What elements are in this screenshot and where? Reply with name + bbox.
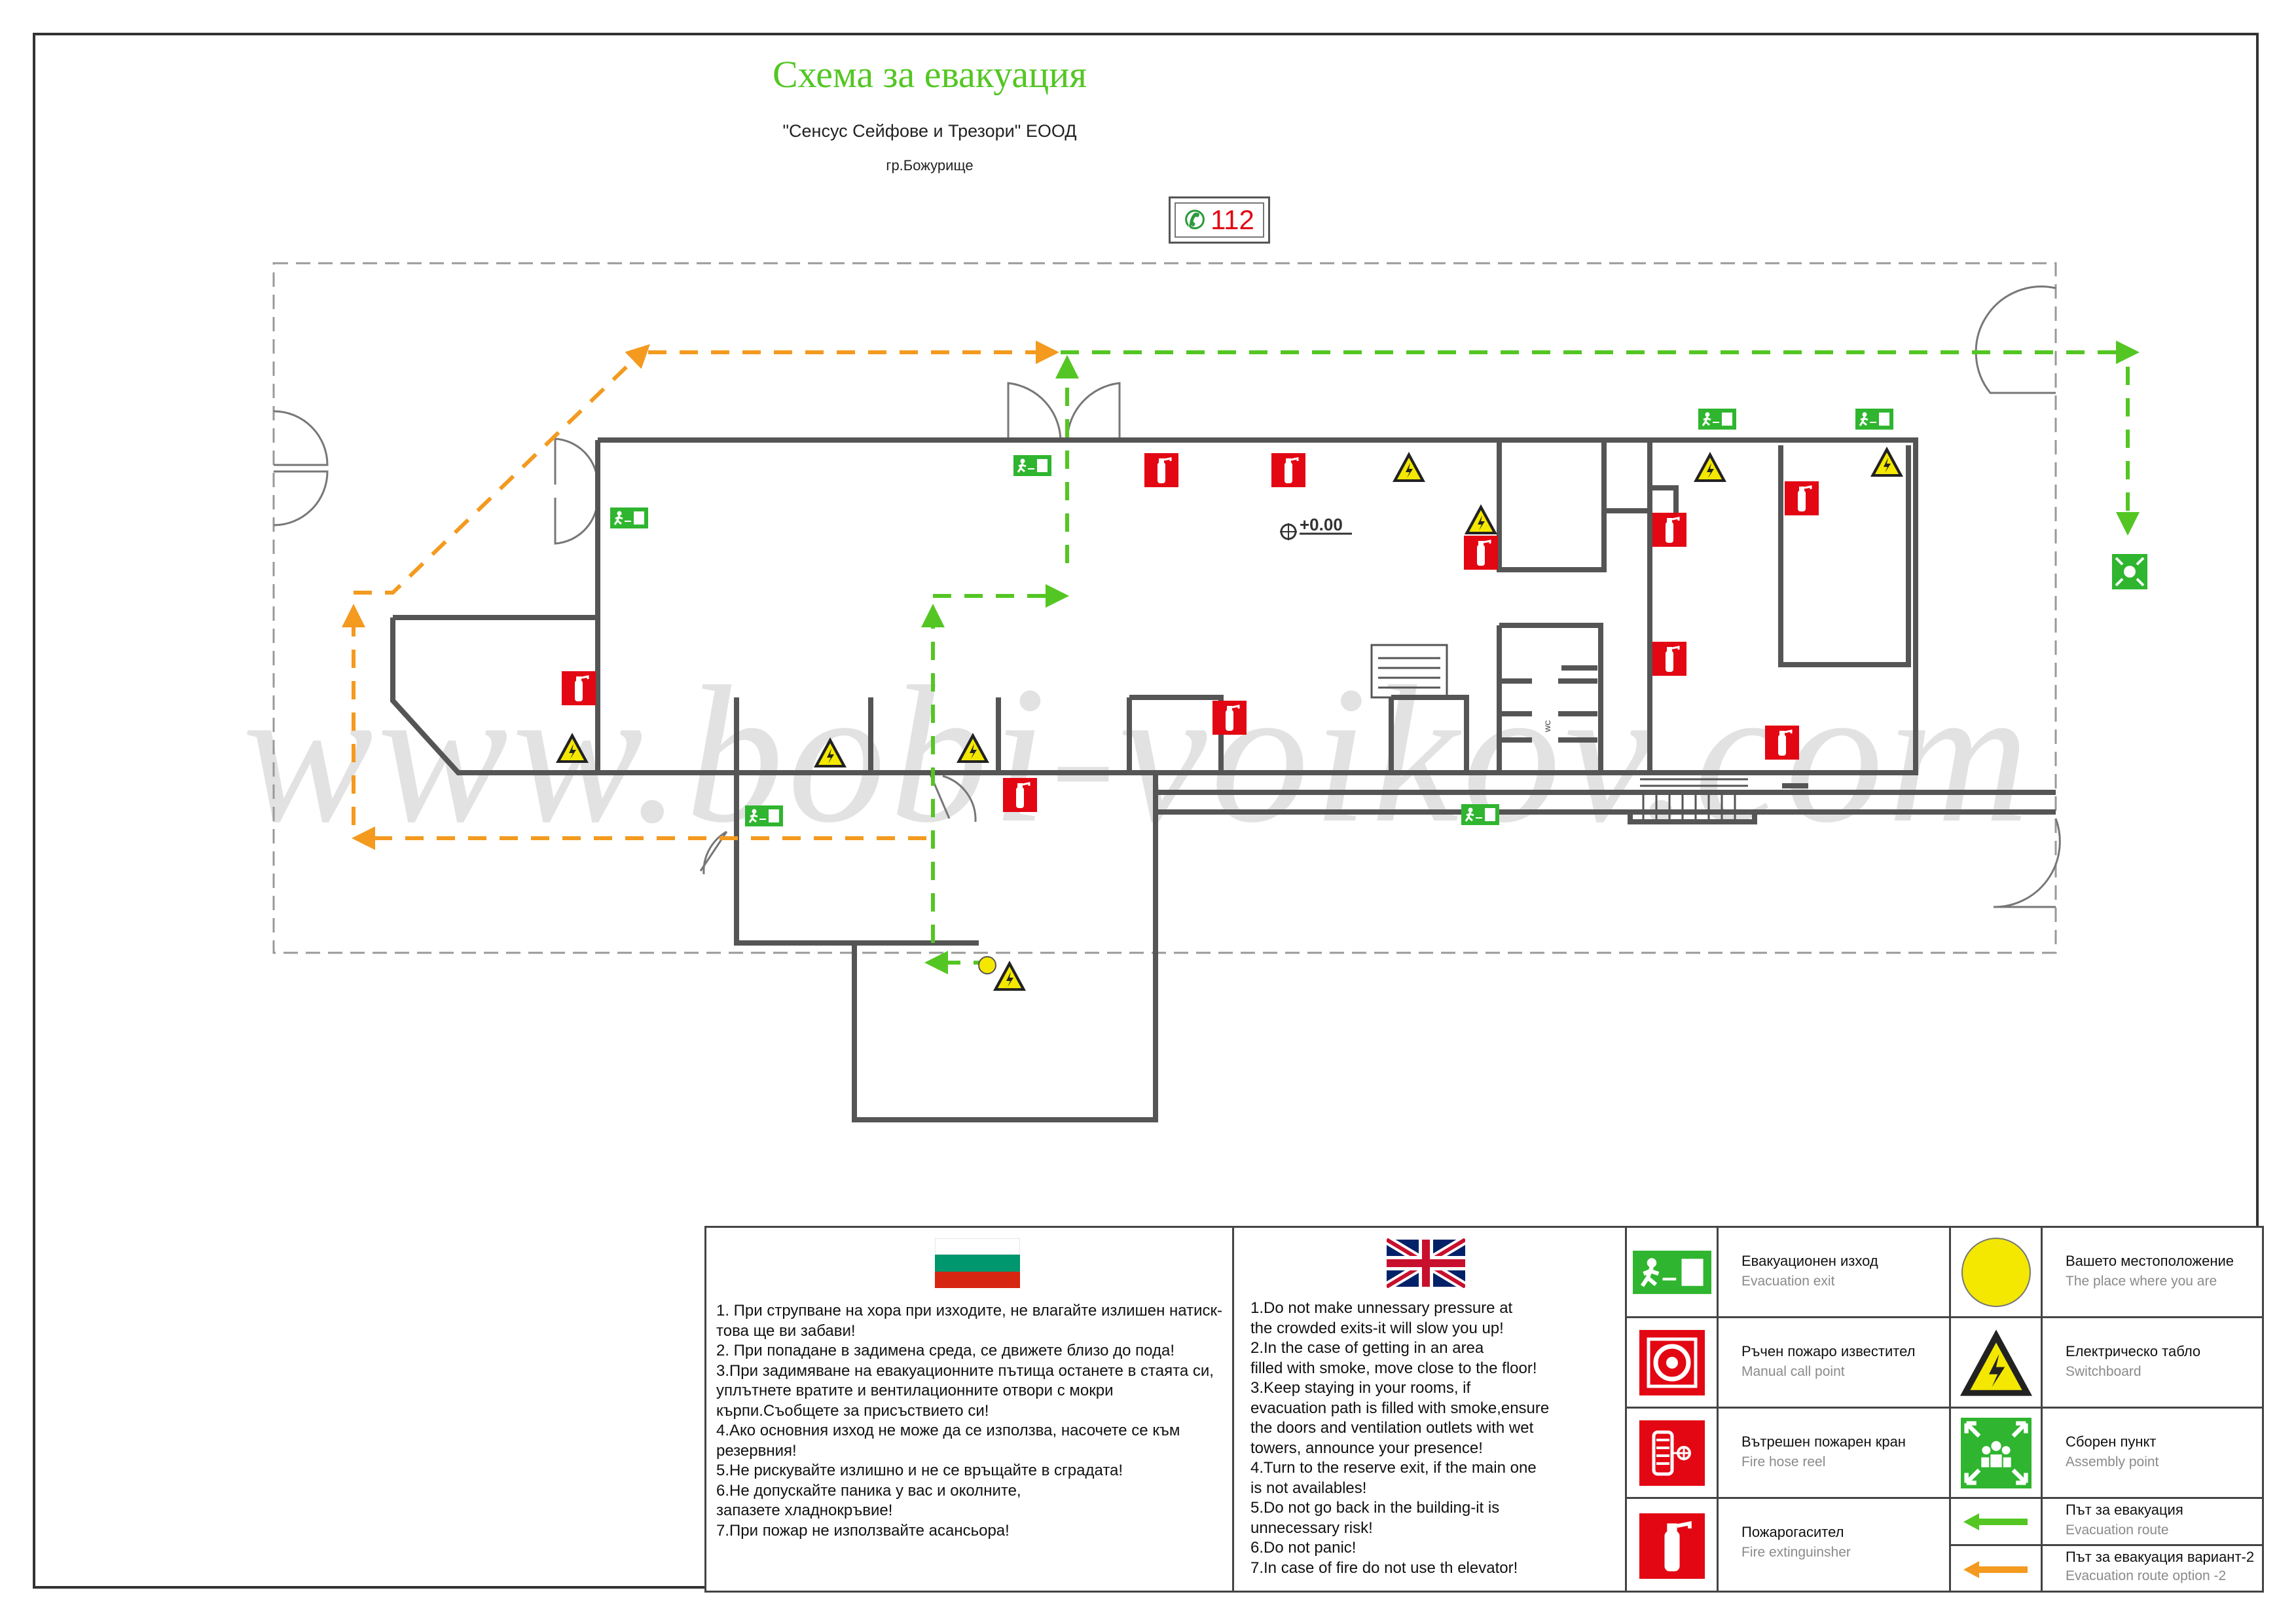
legend-label: Вътрешен пожарен кран bbox=[1741, 1433, 1906, 1450]
floor-plan: +0.00 WC bbox=[272, 262, 2147, 1122]
legend-sublabel: Switchboard bbox=[2066, 1364, 2141, 1379]
legend-item-evacuation-exit: Евакуационен изход Evacuation exit bbox=[1627, 1228, 1949, 1318]
you-are-here-icon bbox=[1961, 1237, 2031, 1307]
legend-sublabel: Fire extinguinsher bbox=[1741, 1545, 1851, 1560]
legend-sublabel: Manual call point bbox=[1741, 1364, 1845, 1379]
legend-sublabel: Evacuation route option -2 bbox=[2066, 1568, 2227, 1583]
legend-rules-bg: 1. При струпване на хора при изходите, н… bbox=[706, 1228, 1234, 1591]
emergency-number-box: ✆ 112 bbox=[1169, 196, 1270, 244]
legend-label: Вашето местоположение bbox=[2066, 1253, 2234, 1269]
legend-label: Път за евакуация bbox=[2066, 1502, 2183, 1518]
manual-call-point-icon bbox=[1639, 1329, 1705, 1395]
level-mark-label: +0.00 bbox=[1300, 515, 1343, 534]
legend-panel: 1. При струпване на хора при изходите, н… bbox=[704, 1226, 2264, 1593]
evacuation-route-green bbox=[921, 341, 2140, 974]
staircase bbox=[1370, 644, 1748, 822]
legend-label: Евакуационен изход bbox=[1741, 1253, 1878, 1269]
legend-item-evacuation-route: Път за евакуация Evacuation route bbox=[1951, 1499, 2262, 1546]
legend-label: Пожарогасител bbox=[1741, 1524, 1844, 1540]
legend-label: Сборен пункт bbox=[2066, 1433, 2157, 1450]
phone-icon: ✆ bbox=[1184, 206, 1205, 234]
assembly-point-icon bbox=[1960, 1417, 2032, 1488]
legend-item-switchboard: Електрическо табло Switchboard bbox=[1951, 1318, 2262, 1409]
fire-extinguisher-icon bbox=[1639, 1513, 1705, 1579]
evacuation-route-option2-icon bbox=[1963, 1560, 2028, 1578]
company-name: "Сенсус Сейфове и Трезори" ЕООД bbox=[782, 121, 1077, 141]
fire-extinguisher-markers bbox=[560, 452, 1820, 813]
legend-label: Ръчен пожаро известител bbox=[1741, 1343, 1916, 1359]
you-are-here-marker bbox=[978, 956, 996, 974]
legend-item-fire-extinguisher: Пожарогасител Fire extinguinsher bbox=[1627, 1499, 1949, 1593]
site-boundary bbox=[272, 262, 2057, 954]
legend-rules-en: 1.Do not make unnessary pressure at the … bbox=[1234, 1228, 1627, 1591]
legend-sublabel: Evacuation exit bbox=[1741, 1274, 1835, 1289]
emergency-number: 112 bbox=[1210, 204, 1254, 235]
fire-hose-reel-icon bbox=[1639, 1420, 1705, 1486]
legend-symbols-right: Вашето местоположение The place where yo… bbox=[1951, 1228, 2262, 1593]
legend-item-evacuation-route-option2: Път за евакуация вариант-2 Evacuation ro… bbox=[1951, 1546, 2262, 1593]
evacuation-exit-icon bbox=[1632, 1250, 1711, 1294]
legend-item-you-are-here: Вашето местоположение The place where yo… bbox=[1951, 1228, 2262, 1318]
evacuation-route-icon bbox=[1963, 1513, 2028, 1530]
assembly-point-marker bbox=[2112, 554, 2147, 589]
evacuation-route-orange bbox=[342, 341, 1059, 850]
wc-label: WC bbox=[1544, 720, 1552, 732]
legend-item-assembly-point: Сборен пункт Assembly point bbox=[1951, 1409, 2262, 1499]
uk-flag-icon bbox=[1387, 1238, 1465, 1288]
legend-sublabel: Evacuation route bbox=[2066, 1522, 2169, 1538]
rules-bulgarian: 1. При струпване на хора при изходите, н… bbox=[716, 1302, 1223, 1540]
legend-label: Път за евакуация вариант-2 bbox=[2066, 1549, 2255, 1565]
city-name: гр.Божурище bbox=[886, 157, 974, 174]
legend-item-fire-hose-reel: Вътрешен пожарен кран Fire hose reel bbox=[1627, 1409, 1949, 1499]
site-gates bbox=[273, 286, 2061, 908]
switchboard-icon bbox=[1959, 1329, 2032, 1396]
legend-label: Електрическо табло bbox=[2066, 1343, 2201, 1359]
legend-symbols-left: Евакуационен изход Evacuation exit Ръчен… bbox=[1627, 1228, 1951, 1593]
bulgarian-flag-icon bbox=[935, 1238, 1020, 1288]
legend-sublabel: The place where you are bbox=[2066, 1274, 2217, 1289]
building-walls bbox=[390, 437, 2056, 1122]
rules-english: 1.Do not make unnessary pressure at the … bbox=[1250, 1299, 1550, 1577]
legend-item-manual-call-point: Ръчен пожаро известител Manual call poin… bbox=[1627, 1318, 1949, 1409]
level-marker bbox=[1280, 523, 1352, 540]
legend-sublabel: Fire hose reel bbox=[1741, 1454, 1826, 1469]
page-title: Схема за евакуация bbox=[773, 53, 1087, 96]
legend-sublabel: Assembly point bbox=[2066, 1454, 2159, 1469]
